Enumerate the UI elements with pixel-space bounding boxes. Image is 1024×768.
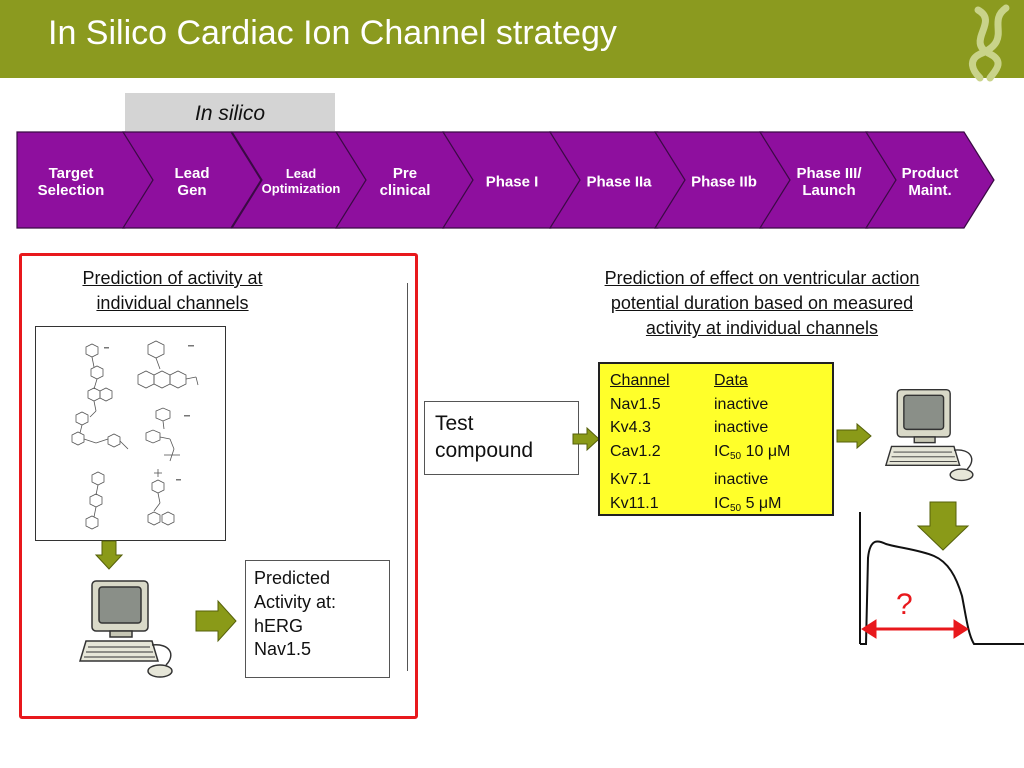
panel-divider — [407, 283, 408, 671]
pipeline-chevron — [121, 131, 262, 229]
table-cell-channel: Kv11.1 — [610, 494, 659, 512]
slide-title: In Silico Cardiac Ion Channel strategy — [48, 14, 617, 52]
test-compound-line-2: compound — [435, 439, 534, 463]
right-heading-line-3: activity at individual channels — [645, 318, 879, 339]
duration-question-mark: ? — [896, 588, 913, 621]
predicted-line-3: hERG — [254, 615, 304, 636]
pipeline-stage-label: Lead Gen — [174, 164, 210, 199]
predicted-line-4: Nav1.5 — [254, 639, 312, 660]
chemical-structures-image — [71, 340, 199, 530]
pipeline-stage-label: Target Selection — [37, 164, 105, 199]
ic-subscript: 50 — [730, 502, 742, 514]
computer-icon — [78, 580, 173, 678]
pipeline-stage-label: Pre clinical — [379, 164, 431, 199]
table-cell-channel: Nav1.5 — [610, 395, 661, 413]
table-cell-data: IC50 5 μM — [714, 492, 781, 521]
column-header-channel: Channel — [610, 372, 670, 389]
arrow-down-icon — [916, 501, 970, 551]
table-row: Kv4.3 inactive — [610, 416, 822, 440]
pipeline-stage-label: Phase III/ Launch — [796, 164, 862, 199]
table-row: Cav1.2 IC50 10 μM — [610, 440, 822, 469]
column-header-data: Data — [714, 372, 748, 389]
pipeline-stage-label: Phase IIb — [691, 173, 757, 191]
arrow-right-icon — [195, 599, 237, 643]
table-row: Nav1.5 inactive — [610, 393, 822, 417]
dna-logo-icon — [969, 4, 1010, 82]
pipeline-stage-label: Phase IIa — [586, 173, 652, 191]
ap-waveform — [860, 540, 1024, 645]
predicted-line-2: Activity at: — [254, 591, 337, 612]
pipeline-stage-label: Product Maint. — [901, 164, 959, 199]
left-panel-heading: Prediction of activity at individual cha… — [40, 266, 305, 316]
right-heading-line-1: Prediction of effect on ventricular acti… — [604, 268, 920, 288]
arrow-down-icon — [94, 540, 124, 570]
left-heading-line-2: individual channels — [96, 293, 249, 314]
table-row: Kv7.1 inactive — [610, 468, 822, 492]
pipeline-stage-label: Phase I — [485, 173, 539, 191]
ic-prefix: IC — [714, 494, 730, 512]
computer-icon — [884, 388, 974, 482]
table-cell-channel: Kv4.3 — [610, 419, 651, 436]
chemical-structures-box — [35, 326, 226, 541]
ic-subscript: 50 — [730, 450, 742, 462]
action-potential-trace — [859, 512, 1024, 645]
ic-prefix: IC — [714, 442, 730, 460]
test-compound-box: Test compound — [424, 401, 579, 475]
arrow-right-icon — [836, 422, 872, 450]
left-panel-highlight — [19, 253, 418, 719]
table-cell-data: inactive — [714, 471, 769, 488]
development-pipeline: Target Selection Lead Gen Lead Optimizatio… — [0, 128, 1024, 234]
arrow-right-icon — [572, 426, 600, 452]
table-cell-data: IC50 10 μM — [714, 440, 790, 469]
predicted-activity-box: Predicted Activity at: hERG Nav1.5 — [245, 560, 390, 678]
table-cell-data: inactive — [714, 419, 769, 436]
molecule-ring — [85, 343, 99, 358]
table-row: Kv11.1 IC50 5 μM — [610, 492, 822, 521]
channel-data-table: Channel Data Nav1.5 inactive Kv4.3 inact… — [598, 362, 834, 516]
pipeline-chevrons — [16, 131, 995, 229]
table-header-row: Channel Data — [610, 369, 822, 393]
table-cell-channel: Kv7.1 — [610, 471, 651, 488]
table-cell-channel: Cav1.2 — [610, 442, 661, 460]
table-cell-data: inactive — [714, 395, 769, 413]
right-heading-line-2: potential duration based on measured — [610, 293, 914, 314]
test-compound-line-1: Test — [435, 412, 474, 435]
pipeline-chevron — [864, 131, 995, 229]
in-silico-tag: In silico — [125, 93, 335, 134]
right-panel-heading: Prediction of effect on ventricular acti… — [542, 266, 982, 342]
ic-value: 10 μM — [741, 442, 791, 460]
double-arrow-icon — [861, 619, 969, 639]
predicted-line-1: Predicted — [254, 568, 331, 588]
left-heading-line-1: Prediction of activity at — [82, 268, 263, 288]
header-bar: In Silico Cardiac Ion Channel strategy — [0, 0, 1024, 82]
ic-value: 5 μM — [741, 494, 782, 512]
pipeline-stage-label: Lead Optimization — [261, 166, 341, 196]
